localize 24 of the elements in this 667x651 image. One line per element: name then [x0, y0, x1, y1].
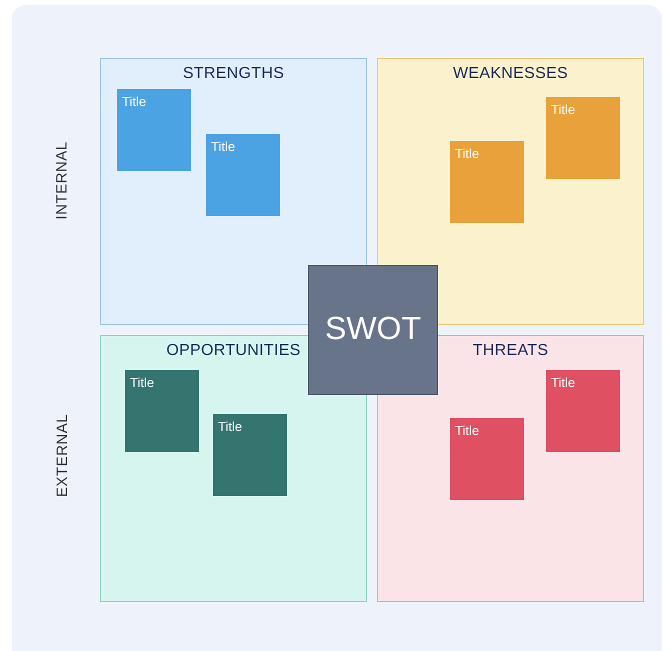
card-title: Title — [551, 375, 576, 390]
card-title: Title — [455, 146, 480, 161]
note-card — [213, 414, 287, 496]
quadrant-title: THREATS — [472, 342, 550, 360]
note-card — [546, 97, 620, 179]
quadrant-title: WEAKNESSES — [452, 65, 570, 83]
row-label: EXTERNAL — [54, 413, 71, 497]
card-title: Title — [211, 139, 236, 154]
card-title: Title — [455, 423, 480, 438]
row-label: INTERNAL — [54, 140, 71, 220]
center-tile — [308, 265, 438, 395]
note-card — [117, 89, 191, 171]
note-card — [125, 370, 199, 452]
quadrant-title: STRENGTHS — [182, 65, 286, 83]
card-title: Title — [218, 419, 242, 434]
quadrant-title: OPPORTUNITIES — [165, 342, 302, 360]
note-card — [450, 418, 524, 500]
card-title: Title — [551, 102, 576, 117]
center-label: SWOT — [324, 310, 422, 347]
card-title: Title — [122, 94, 146, 109]
note-card — [450, 141, 524, 223]
note-card — [206, 134, 280, 216]
note-card — [546, 370, 620, 452]
card-title: Title — [130, 375, 154, 390]
